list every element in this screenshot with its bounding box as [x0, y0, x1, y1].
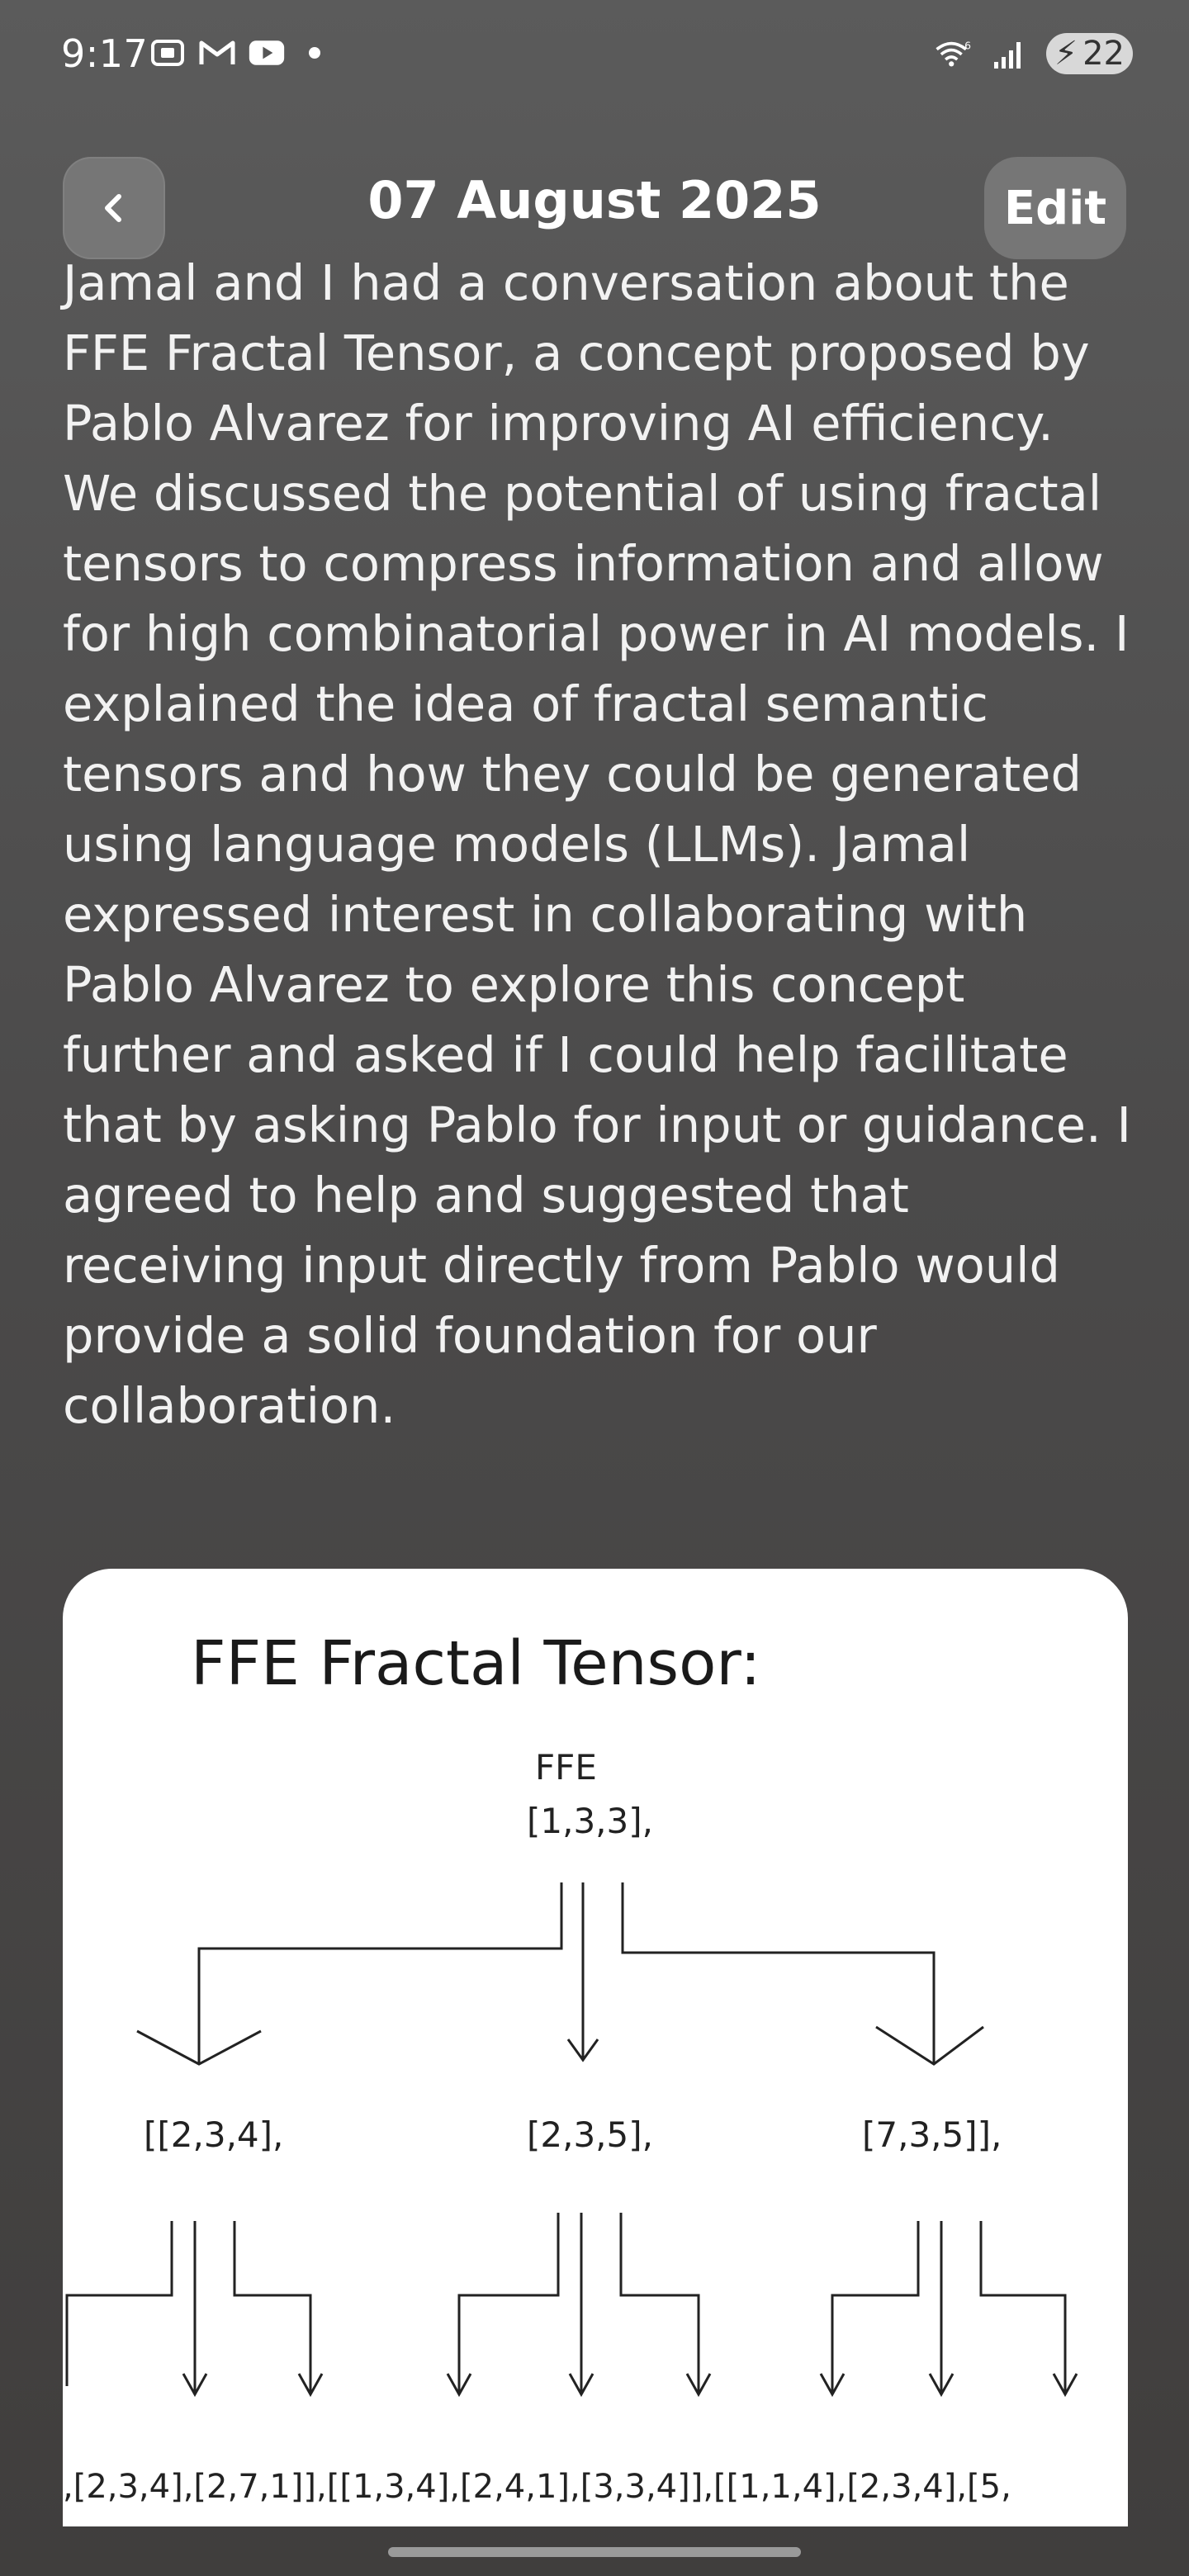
- journal-entry-text: Jamal and I had a conversation about the…: [63, 254, 1131, 1434]
- level1-node-1: [[2,3,4],: [144, 2114, 283, 2155]
- page-title: 07 August 2025: [367, 170, 822, 230]
- back-button[interactable]: [63, 157, 165, 259]
- gmail-icon: [198, 36, 236, 69]
- fractal-tensor-diagram: FFE Fractal Tensor: FFE [1,3,3], [[2,3,4…: [63, 1628, 1078, 2506]
- home-indicator[interactable]: [388, 2547, 801, 2557]
- edit-button[interactable]: Edit: [984, 157, 1126, 259]
- battery-level: 22: [1082, 35, 1125, 73]
- level1-node-2: [2,3,5],: [527, 2114, 653, 2155]
- svg-text:6: 6: [964, 40, 971, 52]
- status-icons-left: [149, 36, 320, 69]
- status-icons-right: 6 ⚡ 22: [934, 33, 1133, 74]
- battery-indicator: ⚡ 22: [1046, 33, 1133, 74]
- root-label: FFE: [535, 1747, 597, 1788]
- wifi-icon: 6: [934, 37, 972, 70]
- signal-icon: [990, 37, 1028, 70]
- chevron-left-icon: [105, 194, 121, 222]
- screenshot-icon: [149, 36, 187, 69]
- level2-values: ,[2,3,4],[2,7,1]],[[1,3,4],[2,4,1],[3,3,…: [63, 2468, 1011, 2506]
- status-bar: 9:17 6 ⚡ 22: [0, 0, 1189, 107]
- root-arrows: [136, 1882, 984, 2066]
- status-time: 9:17: [61, 31, 149, 76]
- root-value: [1,3,3],: [527, 1801, 653, 1841]
- level1-node-3: [7,3,5]],: [862, 2114, 1002, 2155]
- attached-image[interactable]: FFE Fractal Tensor: FFE [1,3,3], [[2,3,4…: [63, 1569, 1128, 2526]
- battery-charging-icon: ⚡: [1054, 35, 1078, 73]
- youtube-icon: [248, 36, 286, 69]
- level1-arrows: [65, 2213, 1078, 2398]
- diagram-title: FFE Fractal Tensor:: [191, 1628, 760, 1699]
- notification-dot: [309, 47, 320, 59]
